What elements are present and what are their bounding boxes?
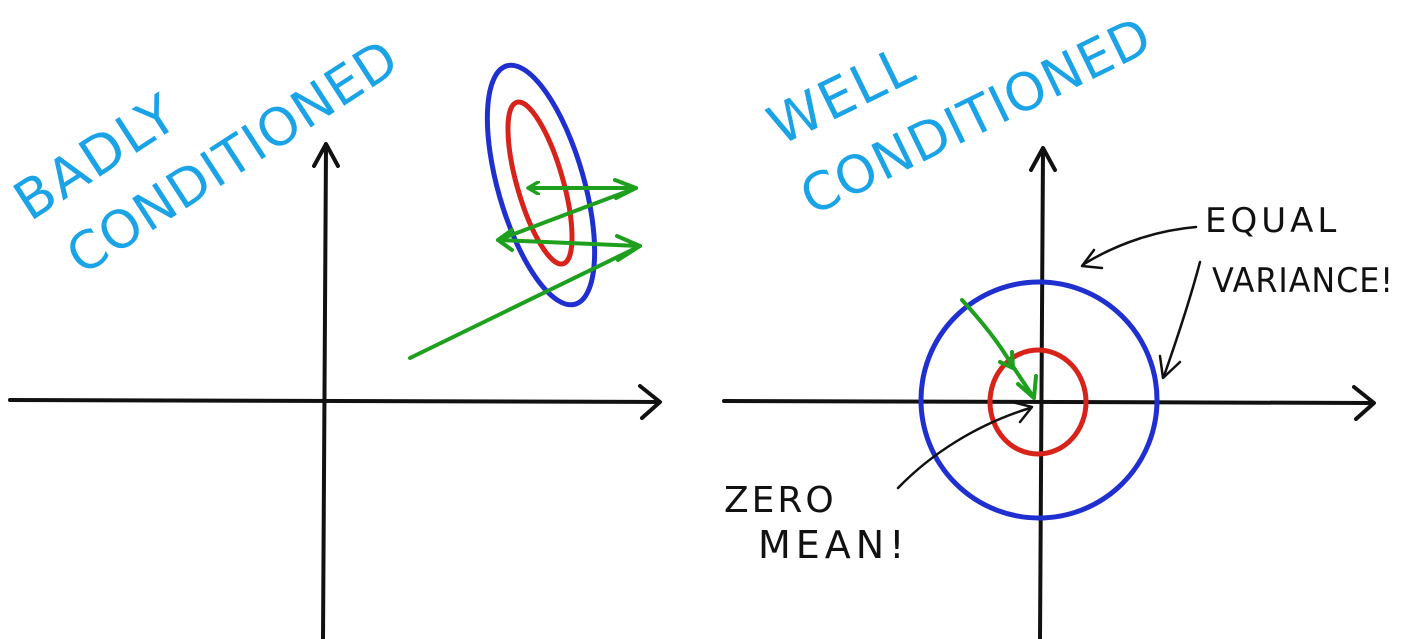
zero-mean-arrowhead xyxy=(1010,400,1034,424)
equal-label: EQUAL xyxy=(1205,201,1340,241)
equal-arrow xyxy=(1082,225,1198,266)
variance-label: VARIANCE! xyxy=(1212,261,1394,301)
left-panel: BADLY CONDITIONED xyxy=(3,28,662,639)
left-descent-path xyxy=(408,178,642,360)
direct-arrowhead xyxy=(1016,374,1038,400)
zigzag-arrowhead-1 xyxy=(615,234,642,262)
left-inner-contour xyxy=(505,99,575,267)
right-y-axis-arrowhead xyxy=(1029,146,1057,172)
right-title: WELL CONDITIONED xyxy=(758,6,1161,228)
right-y-axis xyxy=(1038,148,1045,639)
left-x-axis-arrowhead xyxy=(638,384,662,420)
zero-mean-annotation: ZERO MEAN! xyxy=(724,400,1034,567)
left-x-axis xyxy=(8,398,660,404)
right-outer-contour xyxy=(918,279,1160,521)
left-axes xyxy=(8,142,662,639)
right-axes xyxy=(722,146,1376,639)
equal-arrowhead xyxy=(1080,248,1104,270)
zigzag-arrowhead-2 xyxy=(496,228,514,252)
variance-arrowhead xyxy=(1158,354,1182,380)
left-y-axis-arrowhead xyxy=(312,142,340,168)
right-x-axis xyxy=(722,399,1374,405)
left-title: BADLY CONDITIONED xyxy=(3,28,410,287)
left-y-axis xyxy=(321,144,328,639)
direct-arrowhead-mid xyxy=(998,350,1015,370)
right-contours xyxy=(918,279,1160,521)
zero-mean-arrow xyxy=(896,406,1032,490)
right-inner-contour xyxy=(987,347,1089,457)
right-panel: WELL CONDITIONED xyxy=(722,6,1394,639)
right-x-axis-arrowhead xyxy=(1352,385,1376,421)
zigzag-arrowhead-3 xyxy=(613,178,638,200)
right-descent-path xyxy=(960,298,1038,400)
mean-label: MEAN! xyxy=(758,523,909,567)
zero-label: ZERO xyxy=(724,480,837,521)
direct-path xyxy=(960,298,1036,400)
equal-variance-annotation: EQUAL VARIANCE! xyxy=(1080,201,1394,380)
left-outer-contour xyxy=(484,62,598,308)
left-contours xyxy=(484,62,598,308)
variance-arrow xyxy=(1162,260,1202,378)
